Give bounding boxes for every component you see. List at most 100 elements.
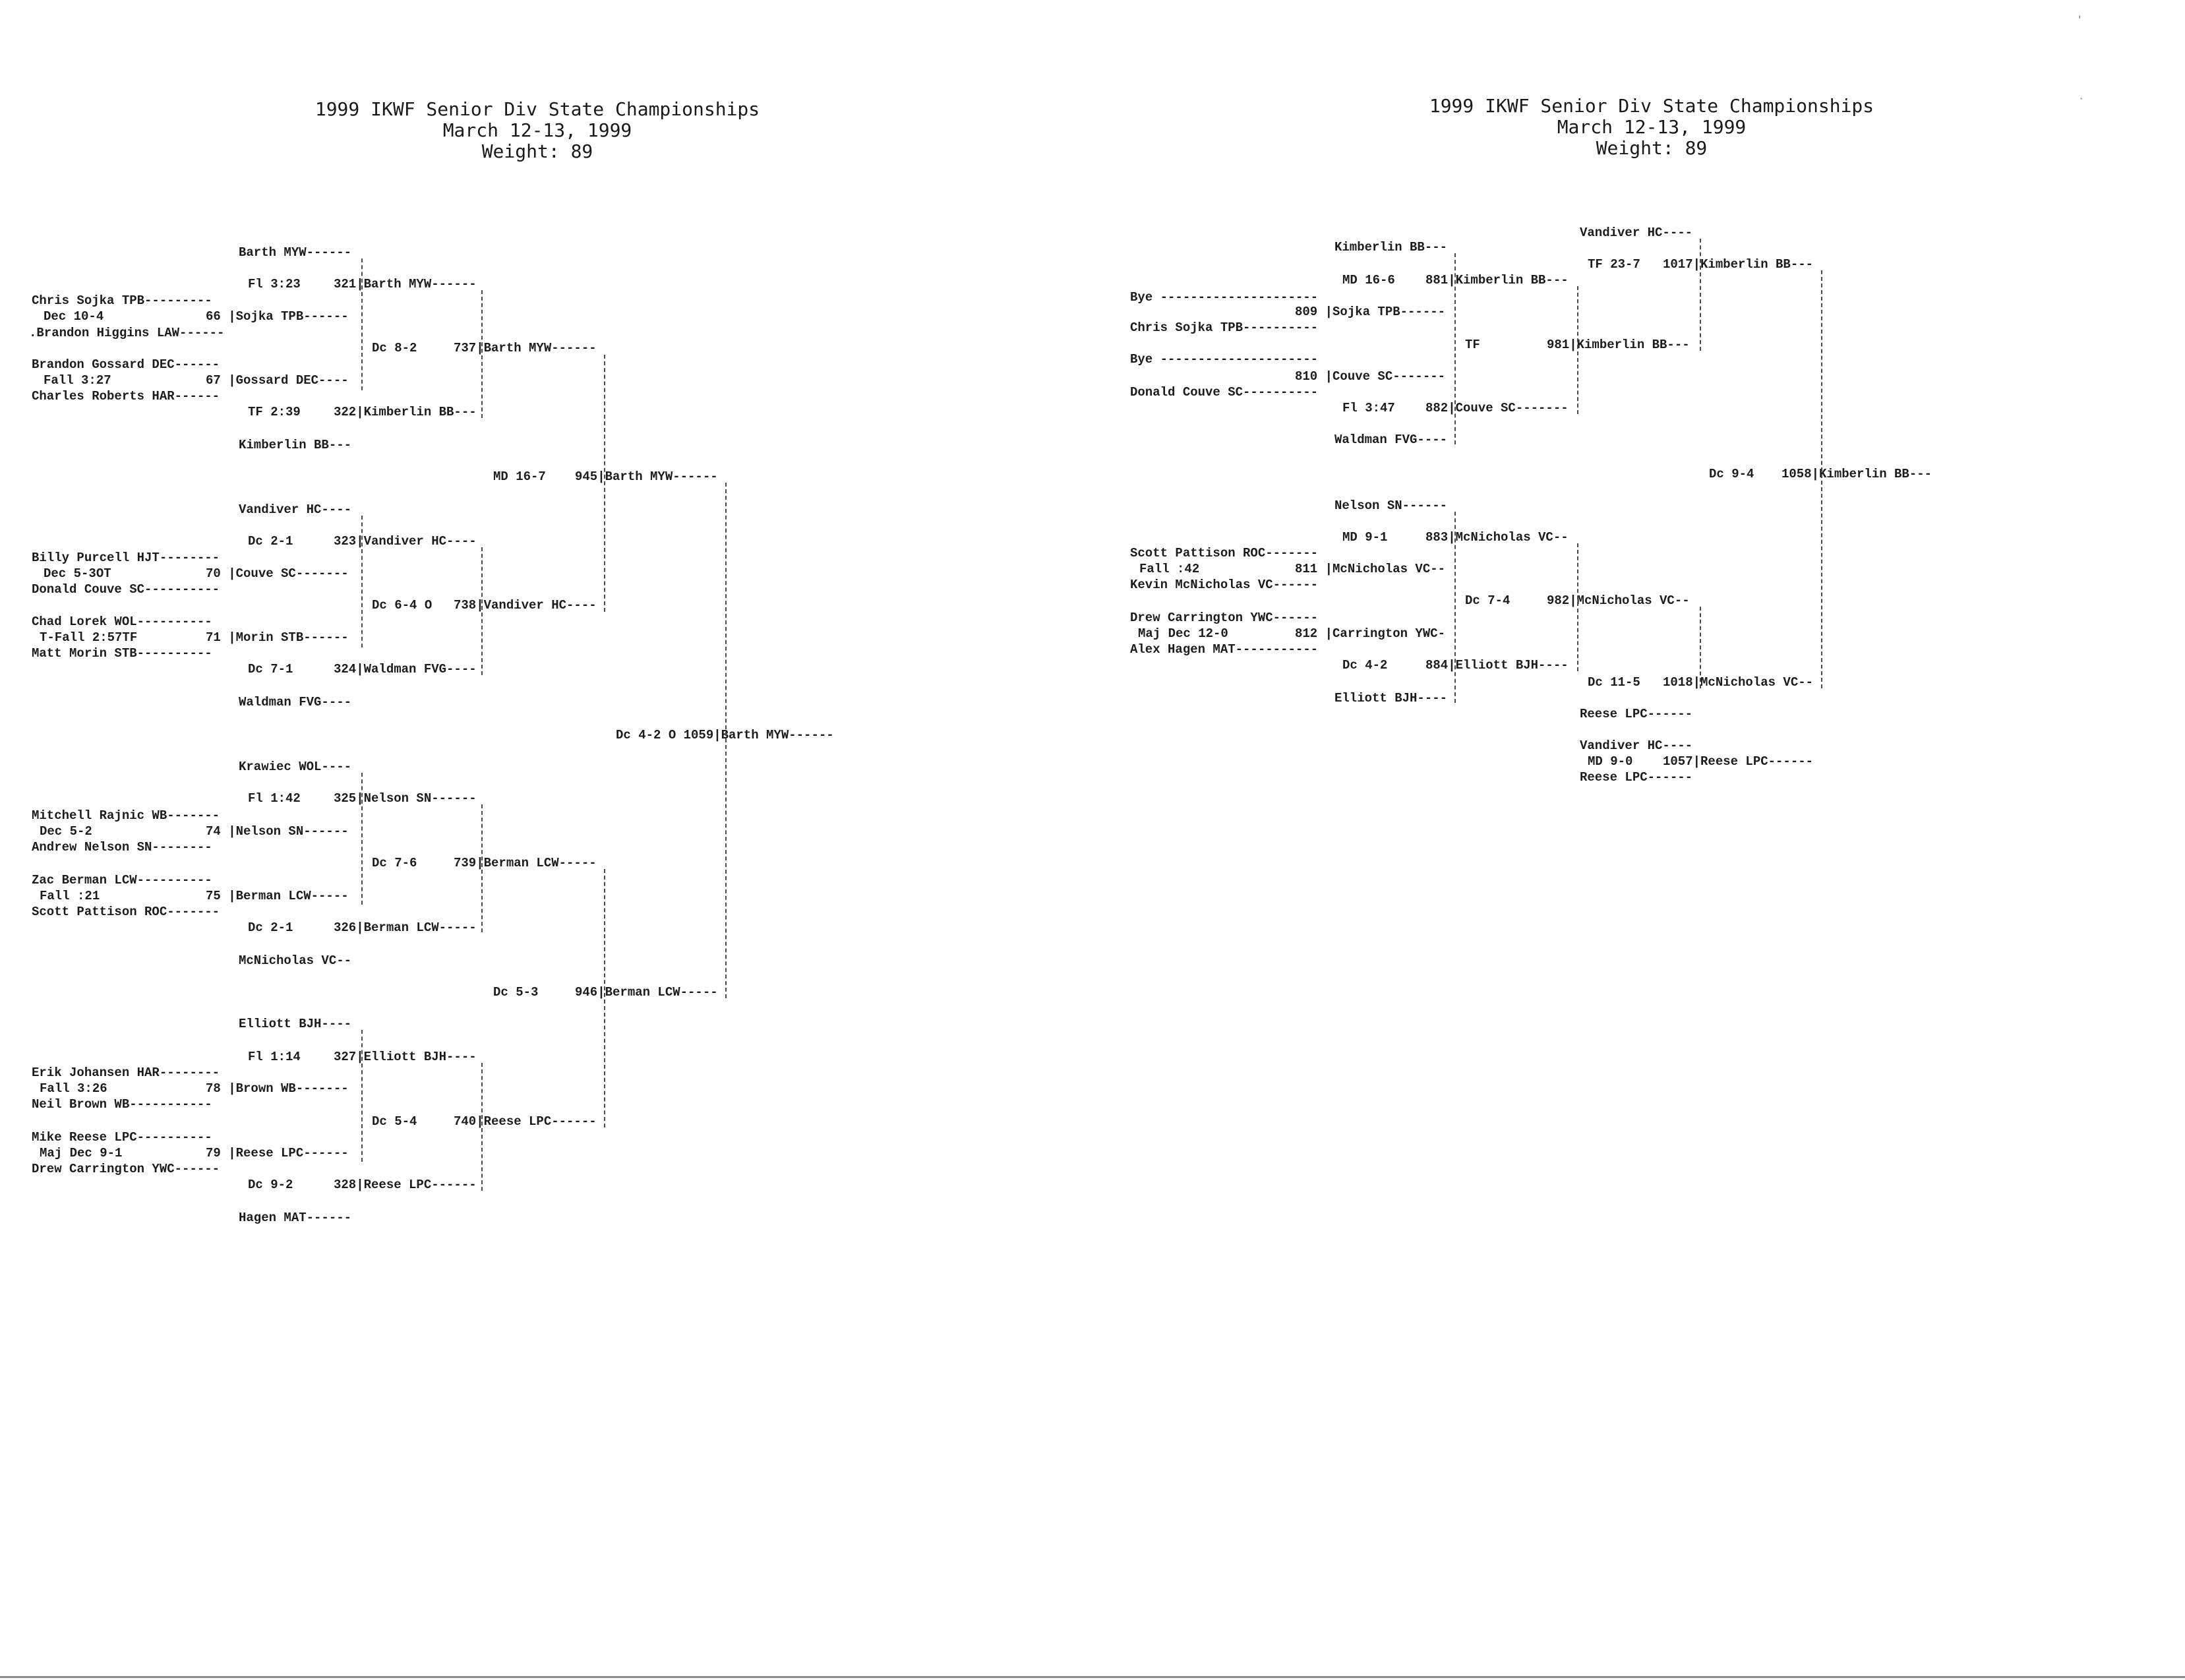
bout-result: MD 16-7 [493, 469, 546, 484]
bout-winner: 79 |Reese LPC------ [206, 1146, 349, 1160]
bout-winner: 324|Waldman FVG---- [334, 662, 477, 676]
page-edge [0, 1676, 2185, 1678]
bout-winner: 70 |Couve SC------- [206, 566, 349, 581]
bout-winner: 66 |Sojka TPB------ [206, 309, 349, 324]
bracket-line [1454, 512, 1456, 703]
bout-result: Fl 1:42 [248, 791, 301, 806]
bout-winner: 738|Vandiver HC---- [454, 598, 597, 613]
bracket-line [604, 869, 605, 1127]
wrestler-entry: Chad Lorek WOL---------- [32, 615, 212, 629]
bout-winner: 1058|Kimberlin BB--- [1781, 467, 1932, 481]
bout-result: Maj Dec 9-1 [40, 1146, 123, 1160]
seed-entry: Waldman FVG---- [239, 695, 352, 709]
bout-winner: 883|McNicholas VC-- [1425, 530, 1569, 545]
bout-result: MD 9-0 [1588, 754, 1633, 769]
weight-class: Weight: 89 [1596, 137, 1708, 159]
bout-result: Dc 11-5 [1588, 675, 1640, 690]
bout-result: Dc 2-1 [248, 534, 293, 549]
bout-winner: 321|Barth MYW------ [334, 277, 477, 291]
bout-result: TF 2:39 [248, 405, 301, 419]
bout-result: Dc 4-2 [1342, 658, 1388, 673]
left-page-header: 1999 IKWF Senior Div State Championships… [257, 99, 818, 162]
bracket-line [361, 1030, 363, 1162]
bout-winner: 981|Kimberlin BB--- [1547, 338, 1690, 352]
bout-result: MD 9-1 [1342, 530, 1388, 545]
seed-entry: Elliott BJH---- [239, 1017, 352, 1031]
event-dates: March 12-13, 1999 [442, 119, 632, 141]
bracket-line [1700, 607, 1701, 688]
bout-result: MD 16-6 [1342, 273, 1395, 287]
weight-class: Weight: 89 [481, 140, 593, 162]
bout-winner: 945|Barth MYW------ [575, 469, 718, 484]
bout-winner: 812 |Carrington YWC- [1295, 626, 1446, 641]
bout-winner: 884|Elliott BJH---- [1425, 658, 1569, 673]
bout-winner: 739|Berman LCW----- [454, 856, 597, 870]
seed-entry: Vandiver HC---- [1580, 225, 1693, 240]
wrestler-entry: Donald Couve SC---------- [32, 582, 220, 597]
bout-result: Fl 3:47 [1342, 401, 1395, 415]
bout-winner: 946|Berman LCW----- [575, 985, 718, 1000]
bracket-line [481, 804, 483, 932]
wrestler-entry: Chris Sojka TPB---------- [1130, 320, 1319, 335]
wrestler-entry: Mitchell Rajnic WB------- [32, 808, 220, 823]
bout-result: Fall 3:27 [44, 373, 111, 388]
bracket-line [1577, 286, 1578, 414]
event-title: 1999 IKWF Senior Div State Championships [314, 98, 760, 120]
event-title: 1999 IKWF Senior Div State Championships [1429, 95, 1874, 117]
bracket-line [1821, 270, 1822, 688]
bout-result: TF 23-7 [1588, 257, 1640, 272]
seed-entry: Vandiver HC---- [1580, 738, 1693, 753]
bracket-line [361, 773, 363, 905]
bout-winner: 882|Couve SC------- [1425, 401, 1569, 415]
bracket-line [481, 547, 483, 675]
wrestler-entry: Scott Pattison ROC------- [32, 905, 220, 919]
bout-result: Fall 3:26 [40, 1081, 107, 1096]
wrestler-entry: Neil Brown WB----------- [32, 1097, 212, 1112]
wrestler-entry: Chris Sojka TPB--------- [32, 293, 212, 308]
bout-winner: 322|Kimberlin BB--- [334, 405, 477, 419]
bye-entry: Bye --------------------- [1130, 352, 1319, 367]
bout-winner: 737|Barth MYW------ [454, 341, 597, 355]
wrestler-entry: Donald Couve SC---------- [1130, 385, 1319, 400]
bout-result: Fall :21 [40, 889, 100, 903]
wrestler-entry: Mike Reese LPC---------- [32, 1130, 212, 1145]
bout-result: Dec 5-2 [40, 824, 92, 839]
bout-winner: 75 |Berman LCW----- [206, 889, 349, 903]
wrestler-entry: Billy Purcell HJT-------- [32, 551, 220, 565]
wrestler-entry: Scott Pattison ROC------- [1130, 546, 1319, 560]
bout-result: Dc 9-4 [1709, 467, 1754, 481]
wrestler-entry: Kevin McNicholas VC------ [1130, 578, 1319, 592]
bout-winner: 78 |Brown WB------- [206, 1081, 349, 1096]
bout-result: Fl 3:23 [248, 277, 301, 291]
seed-entry: McNicholas VC-- [239, 953, 352, 968]
bout-result: Fl 1:14 [248, 1050, 301, 1064]
seed-entry: Hagen MAT------ [239, 1211, 352, 1225]
seed-entry: Barth MYW------ [239, 245, 352, 260]
bout-result: Dec 5-3OT [44, 566, 111, 581]
bout-result: TF [1465, 338, 1480, 352]
seed-entry: Kimberlin BB--- [239, 438, 352, 452]
championship-result: Dc 4-2 O 1059|Barth MYW------ [616, 728, 834, 742]
bout-winner: 71 |Morin STB------ [206, 630, 349, 645]
bout-winner: 809 |Sojka TPB------ [1295, 305, 1446, 319]
bout-winner: 811 |McNicholas VC-- [1295, 562, 1446, 576]
seed-entry: Vandiver HC---- [239, 502, 352, 517]
scan-mark: ' [2078, 13, 2081, 26]
bout-result: Dc 2-1 [248, 920, 293, 935]
bracket-line [1577, 543, 1578, 671]
bout-winner: 327|Elliott BJH---- [334, 1050, 477, 1064]
wrestler-entry: Charles Roberts HAR------ [32, 389, 220, 404]
wrestler-entry: Zac Berman LCW---------- [32, 873, 212, 887]
bout-winner: 881|Kimberlin BB--- [1425, 273, 1569, 287]
bout-winner: 326|Berman LCW----- [334, 920, 477, 935]
bracket-line [481, 290, 483, 418]
bout-result: Dec 10-4 [44, 309, 104, 324]
seed-entry: Nelson SN------ [1334, 498, 1448, 513]
bout-result: Dc 5-3 [493, 985, 539, 1000]
bracket-line [1454, 253, 1456, 444]
seed-entry: Krawiec WOL---- [239, 760, 352, 774]
bout-result: Dc 5-4 [372, 1114, 417, 1129]
bout-result: Dc 6-4 O [372, 598, 433, 613]
wrestler-entry: Alex Hagen MAT----------- [1130, 642, 1319, 657]
seed-entry: Elliott BJH---- [1334, 691, 1448, 705]
